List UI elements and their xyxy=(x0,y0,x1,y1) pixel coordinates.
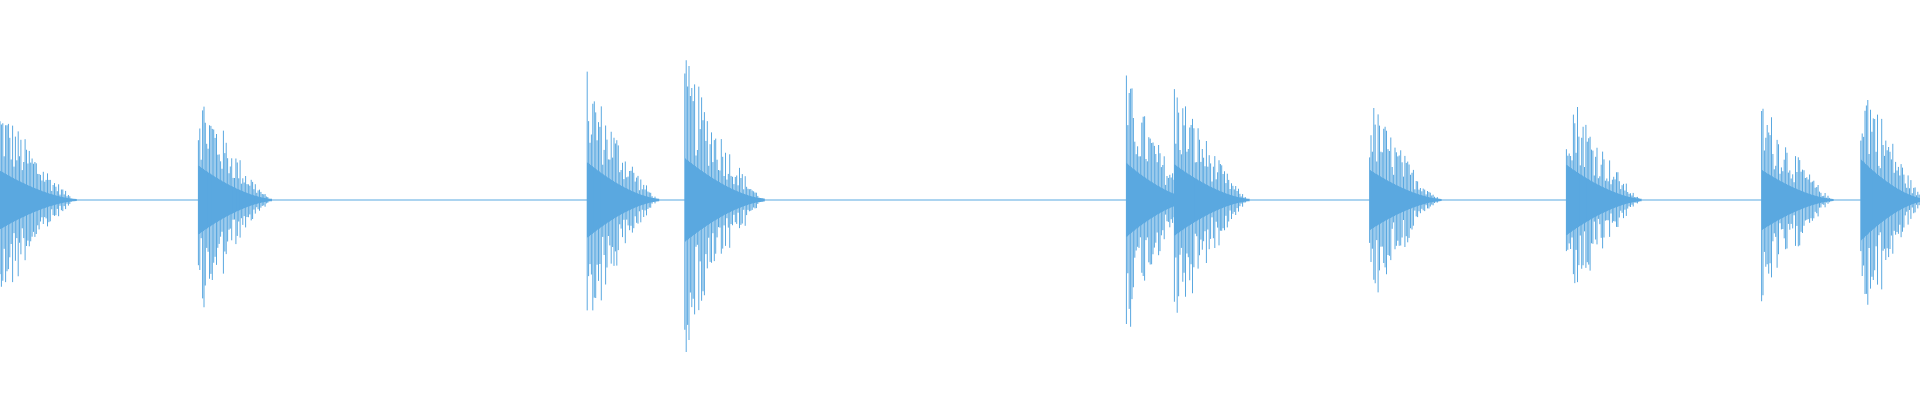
waveform-bursts xyxy=(0,60,1920,352)
waveform-burst xyxy=(1369,108,1442,293)
waveform-burst xyxy=(197,106,272,308)
waveform-burst-core xyxy=(684,157,765,243)
waveform-burst xyxy=(1125,75,1194,327)
waveform-burst xyxy=(1860,100,1920,305)
waveform-burst xyxy=(586,71,660,311)
waveform-burst xyxy=(1565,107,1642,284)
waveform-burst xyxy=(1173,89,1250,313)
waveform-burst xyxy=(684,60,765,352)
waveform-burst xyxy=(1761,108,1834,302)
waveform-burst xyxy=(0,121,77,287)
